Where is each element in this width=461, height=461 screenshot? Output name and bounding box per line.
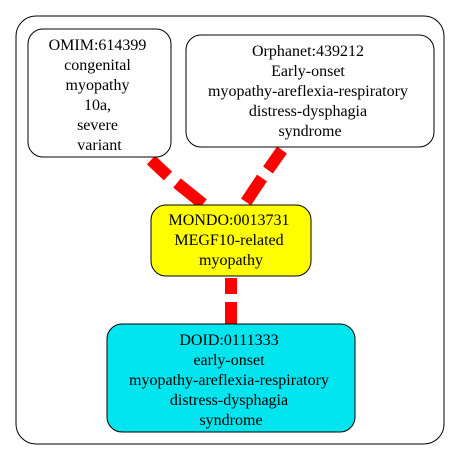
node-omim-line-4: 10a, [84, 97, 111, 114]
node-orphanet-line-2: Early-onset [271, 63, 345, 80]
node-doid-line-2: early-onset [193, 352, 265, 369]
node-doid-box [106, 323, 356, 433]
node-mondo-line-3: myopathy [199, 252, 263, 269]
node-omim-line-3: myopathy [66, 77, 130, 94]
edge-orphanet-mondo-segment-a [263, 146, 287, 174]
node-orphanet-label: Orphanet:439212 Early-onset myopathy-are… [208, 43, 412, 140]
node-omim[interactable]: OMIM:614399 congenital myopathy 10a, sev… [27, 28, 172, 158]
node-omim-line-6: variant [77, 137, 122, 154]
node-doid-label: DOID:0111333 early-onset myopathy-arefle… [129, 332, 333, 429]
node-doid[interactable]: DOID:0111333 early-onset myopathy-arefle… [106, 323, 356, 433]
node-doid-line-4: distress-dysphagia [170, 392, 288, 409]
node-doid-line-3: myopathy-areflexia-respiratory [129, 372, 329, 389]
node-orphanet-line-1: Orphanet:439212 [252, 43, 364, 60]
node-doid-line-5: syndrome [199, 412, 262, 429]
node-omim-line-1: OMIM:614399 [49, 37, 147, 54]
edge-omim-mondo-segment-b [173, 178, 207, 209]
node-mondo-label: MONDO:0013731 MEGF10-related myopathy [169, 212, 294, 269]
edge-omim-mondo-segment-a [146, 155, 173, 181]
edge-orphanet-to-mondo [241, 146, 287, 206]
node-omim-line-5: severe [77, 117, 118, 134]
node-mondo-box [150, 204, 312, 277]
node-orphanet-line-4: distress-dysphagia [249, 103, 367, 120]
node-mondo-line-2: MEGF10-related [174, 232, 283, 249]
node-doid-line-1: DOID:0111333 [179, 332, 278, 349]
node-orphanet[interactable]: Orphanet:439212 Early-onset myopathy-are… [185, 34, 435, 148]
node-omim-box [27, 28, 172, 158]
edge-orphanet-mondo-segment-b [241, 174, 267, 206]
node-mondo[interactable]: MONDO:0013731 MEGF10-related myopathy [150, 204, 312, 277]
node-omim-label: OMIM:614399 congenital myopathy 10a, sev… [49, 37, 151, 154]
edge-omim-to-mondo [146, 155, 207, 209]
node-orphanet-box [185, 34, 435, 148]
node-orphanet-line-3: myopathy-areflexia-respiratory [208, 83, 408, 100]
node-omim-line-2: congenital [64, 57, 131, 74]
node-orphanet-line-5: syndrome [278, 123, 341, 140]
node-mondo-line-1: MONDO:0013731 [169, 212, 290, 229]
